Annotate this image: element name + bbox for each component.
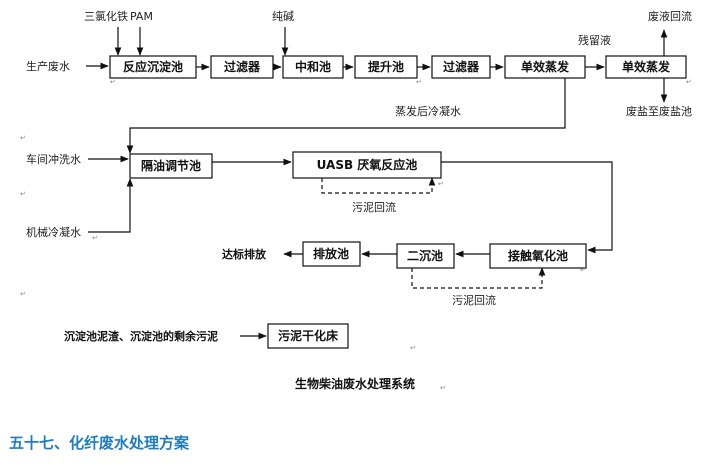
svg-text:↵: ↵ (20, 190, 26, 198)
condensate-label: 蒸发后冷凝水 (395, 104, 461, 118)
uasb-reactor: UASB 厌氧反应池 (292, 151, 442, 179)
svg-text:接触氧化池: 接触氧化池 (508, 248, 568, 263)
svg-text:↵: ↵ (438, 180, 444, 188)
raw-wastewater-label: 生产废水 (26, 59, 70, 73)
machine-condensate-label: 机械冷凝水 (26, 225, 81, 239)
liquid-return-label: 废液回流 (648, 9, 692, 23)
sludge-return-line-1 (321, 177, 436, 194)
svg-text:污泥干化床: 污泥干化床 (278, 328, 339, 343)
section-heading: 五十七、化纤废水处理方案 (9, 434, 190, 452)
svg-text:UASB 厌氧反应池: UASB 厌氧反应池 (317, 157, 418, 172)
workshop-water-label: 车间冲洗水 (26, 152, 81, 166)
sludge-return-line-2 (411, 267, 546, 289)
sludge-return-label-2: 污泥回流 (452, 293, 496, 307)
oil-separation-tank: 隔油调节池 (129, 153, 213, 179)
chemical-inlets: 三氯化铁 PAM 纯碱 (84, 9, 294, 56)
svg-text:提升池: 提升池 (368, 59, 404, 74)
paragraph-marks: ↵ ↵ ↵ ↵ ↵ ↵ ↵ ↵ ↵ ↵ ↵ (20, 78, 692, 392)
svg-text:↵: ↵ (110, 78, 116, 86)
svg-text:排放池: 排放池 (313, 246, 349, 261)
svg-text:单效蒸发: 单效蒸发 (521, 59, 570, 74)
svg-text:↵: ↵ (20, 290, 26, 298)
svg-text:↵: ↵ (410, 344, 416, 352)
discharge-tank: 排放池 (302, 241, 361, 267)
residue-label: 残留液 (578, 33, 611, 47)
neutralization-tank: 中和池 (282, 55, 344, 79)
svg-text:隔油调节池: 隔油调节池 (141, 158, 201, 173)
diagram-title: 生物柴油废水处理系统 (295, 376, 415, 391)
svg-text:二沉池: 二沉池 (407, 248, 443, 263)
reaction-settling-tank: 反应沉淀池 (109, 55, 197, 79)
svg-text:过滤器: 过滤器 (224, 59, 261, 74)
soda-ash-label: 纯碱 (272, 10, 294, 23)
sludge-return-label-1: 污泥回流 (352, 200, 396, 214)
single-effect-evaporator-1: 单效蒸发 (504, 55, 586, 79)
svg-text:↵: ↵ (20, 134, 26, 142)
secondary-settling-tank: 二沉池 (396, 243, 455, 269)
machine-condensate-arrow (88, 178, 134, 233)
sludge-source-label: 沉淀池泥渣、沉淀池的剩余污泥 (64, 329, 218, 343)
condensate-return-line (126, 78, 566, 154)
single-effect-evaporator-2: 单效蒸发 (605, 55, 687, 79)
svg-text:↵: ↵ (686, 78, 692, 86)
discharge-label: 达标排放 (222, 247, 267, 261)
svg-text:反应沉淀池: 反应沉淀池 (123, 59, 183, 74)
fecl3-label: 三氯化铁 (84, 9, 128, 23)
pam-label: PAM (130, 10, 153, 23)
contact-oxidation-tank: 接触氧化池 (489, 243, 587, 269)
lift-tank: 提升池 (354, 55, 418, 79)
svg-text:中和池: 中和池 (295, 59, 331, 74)
svg-text:↵: ↵ (580, 266, 586, 274)
svg-text:↵: ↵ (92, 234, 98, 242)
uasb-to-contact-line (441, 161, 613, 254)
filter-2: 过滤器 (431, 55, 491, 79)
filter-1: 过滤器 (210, 55, 274, 79)
waste-salt-label: 废盐至废盐池 (626, 104, 692, 118)
svg-text:↵: ↵ (416, 78, 422, 86)
svg-text:过滤器: 过滤器 (443, 59, 480, 74)
sludge-drying-bed: 污泥干化床 (267, 323, 349, 349)
svg-text:↵: ↵ (440, 384, 446, 392)
svg-text:单效蒸发: 单效蒸发 (622, 59, 671, 74)
